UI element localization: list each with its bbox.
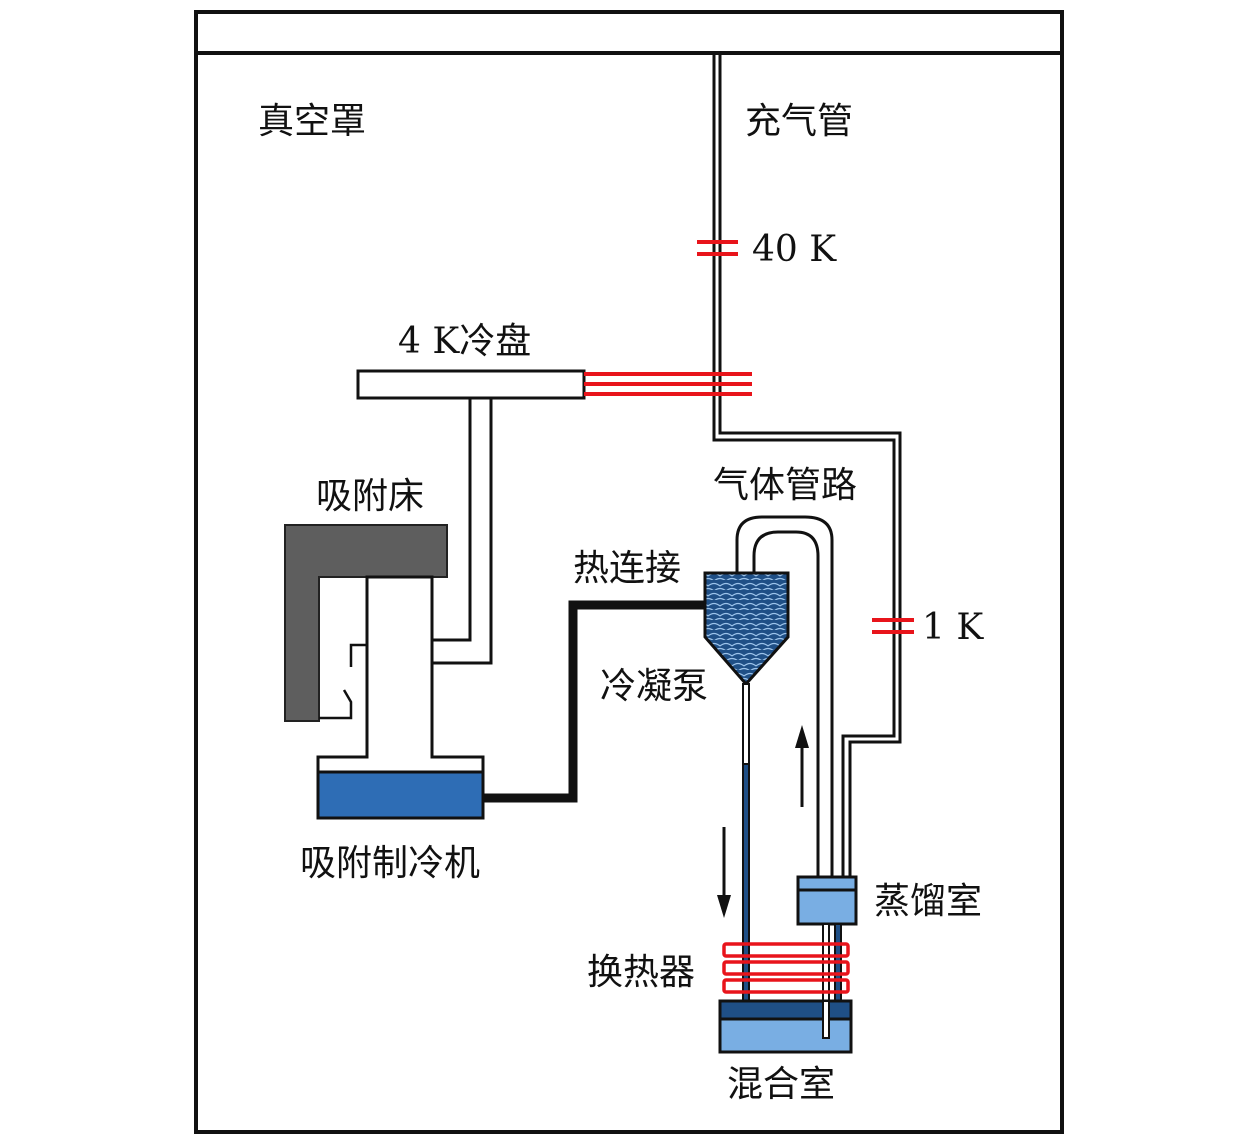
flow-arrow-down: [717, 827, 731, 918]
mixing-chamber-top: [718, 999, 853, 1021]
label-1k: 1 K: [922, 607, 984, 648]
label-sorption-cooler: 吸附制冷机: [300, 843, 480, 884]
mixing-inlet-tube: [822, 1000, 830, 1039]
label-gas-line: 气体管路: [713, 465, 857, 506]
label-40k: 40 K: [752, 229, 837, 270]
heat-exchanger-coils: [722, 942, 850, 994]
gas-line-loop: [735, 515, 834, 877]
label-vacuum-can: 真空罩: [258, 101, 366, 142]
sorb-bed-heat-switch: [319, 643, 369, 720]
sorption-cooler-base: [316, 770, 485, 820]
anchor-1k: [872, 618, 914, 634]
thermal-link-line: [483, 600, 707, 803]
label-condenser: 冷凝泵: [600, 666, 708, 707]
flow-arrow-up: [795, 725, 809, 807]
anchor-4k-link: [584, 372, 752, 396]
capillary-upper: [742, 683, 750, 765]
label-sorb-bed: 吸附床: [316, 476, 424, 517]
label-mixing-chamber: 混合室: [727, 1064, 835, 1105]
label-4k-plate: 4 K冷盘: [398, 321, 531, 362]
label-thermal-link: 热连接: [573, 548, 681, 589]
vacuum-can-frame: [194, 10, 1064, 1134]
pump-body: [316, 575, 485, 774]
anchor-40k: [697, 240, 738, 256]
condenser-pump: [703, 571, 790, 687]
still-chamber: [796, 875, 858, 926]
label-heat-exchanger: 换热器: [587, 952, 695, 993]
sorb-bed: [284, 524, 448, 722]
label-fill-line: 充气管: [745, 101, 853, 142]
label-still: 蒸馏室: [874, 881, 982, 922]
cold-plate-4k: [356, 369, 586, 400]
capillary-lower: [742, 763, 750, 1005]
